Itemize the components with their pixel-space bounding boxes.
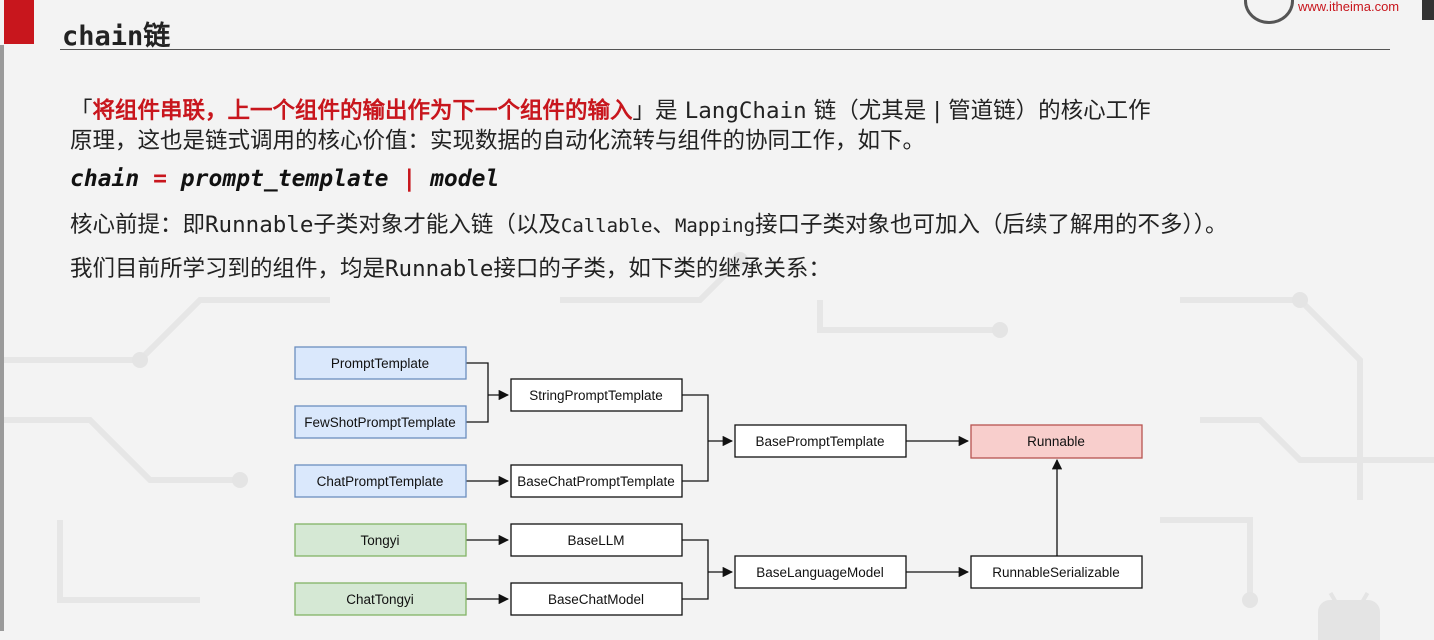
node-base-chat-prompt-template: BaseChatPromptTemplate [510, 464, 683, 498]
page-title: chain链 [62, 14, 170, 53]
line4-text-b: 接口的子类，如下类的继承关系： [493, 256, 831, 282]
line3-text-b: 子类对象才能入链（以及 [313, 212, 561, 238]
paragraph-line-3: 核心前提：即Runnable子类对象才能入链（以及Callable、Mappin… [70, 210, 1228, 241]
paragraph-line-4: 我们目前所学习到的组件，均是Runnable接口的子类，如下类的继承关系： [70, 254, 831, 284]
node-base-prompt-template: BasePromptTemplate [734, 424, 907, 458]
line3-runnable: Runnable [205, 212, 314, 238]
node-label: BaseChatPromptTemplate [517, 474, 675, 489]
brand-url: www.itheima.com [1298, 0, 1400, 14]
node-tongyi: Tongyi [294, 523, 467, 557]
code-part-b: prompt_template [166, 166, 403, 192]
line1-text-a: 是 [655, 98, 685, 124]
code-pipe: | [402, 166, 417, 192]
page-title-latin: chain [62, 21, 144, 52]
line3-text-d: 接口子类对象也可加入（后续了解用的不多））。 [755, 212, 1228, 238]
tv-mascot-icon [1318, 600, 1380, 640]
node-label: BaseChatModel [548, 592, 644, 607]
node-prompt-template: PromptTemplate [294, 346, 467, 380]
line4-runnable: Runnable [385, 256, 494, 282]
line1-text-b: 链（尤其是 | 管道链）的核心工作 [806, 98, 1151, 124]
page-title-cjk: 链 [143, 21, 171, 52]
node-label: StringPromptTemplate [529, 388, 663, 403]
node-runnable: Runnable [970, 424, 1143, 459]
node-runnable-serializable: RunnableSerializable [970, 555, 1143, 589]
node-base-llm: BaseLLM [510, 523, 683, 557]
node-label: ChatPromptTemplate [317, 474, 444, 489]
line3-text-a: 核心前提：即 [70, 212, 206, 238]
node-label: BasePromptTemplate [755, 434, 884, 449]
node-label: RunnableSerializable [992, 565, 1120, 580]
node-label: Runnable [1027, 434, 1085, 449]
diagram-connectors [466, 362, 1063, 605]
node-few-shot-prompt-template: FewShotPromptTemplate [294, 405, 467, 439]
quote-close: 」 [632, 98, 656, 124]
node-chat-prompt-template: ChatPromptTemplate [294, 464, 467, 498]
code-example: chain = prompt_template | model [70, 166, 499, 192]
line3-callable: Callable [560, 215, 653, 237]
corner-marker [1422, 0, 1434, 20]
red-header-tab [4, 0, 34, 44]
quote-open: 「 [70, 98, 93, 124]
node-label: ChatTongyi [346, 592, 414, 607]
node-string-prompt-template: StringPromptTemplate [510, 378, 683, 412]
title-divider [60, 49, 1390, 50]
paragraph-line-1: 「将组件串联，上一个组件的输出作为下一个组件的输入」是 LangChain 链（… [70, 96, 1151, 126]
node-base-language-model: BaseLanguageModel [734, 555, 907, 589]
left-edge-bar [0, 45, 4, 631]
node-chat-tongyi: ChatTongyi [294, 582, 467, 616]
line4-text-a: 我们目前所学习到的组件，均是 [70, 256, 386, 282]
code-part-a: chain [70, 166, 154, 192]
line3-text-c: 、 [652, 212, 675, 238]
code-part-c: model [416, 166, 500, 192]
node-base-chat-model: BaseChatModel [510, 582, 683, 616]
node-label: Tongyi [360, 533, 399, 548]
line3-mapping: Mapping [674, 215, 756, 237]
node-label: BaseLanguageModel [756, 565, 884, 580]
code-equals: = [153, 166, 167, 192]
highlight-text: 将组件串联，上一个组件的输出作为下一个组件的输入 [92, 98, 633, 124]
node-label: FewShotPromptTemplate [304, 415, 456, 430]
node-label: BaseLLM [567, 533, 624, 548]
node-label: PromptTemplate [331, 356, 429, 371]
paragraph-line-2: 原理，这也是链式调用的核心价值：实现数据的自动化流转与组件的协同工作，如下。 [70, 128, 926, 154]
langchain-term: LangChain [684, 98, 807, 124]
